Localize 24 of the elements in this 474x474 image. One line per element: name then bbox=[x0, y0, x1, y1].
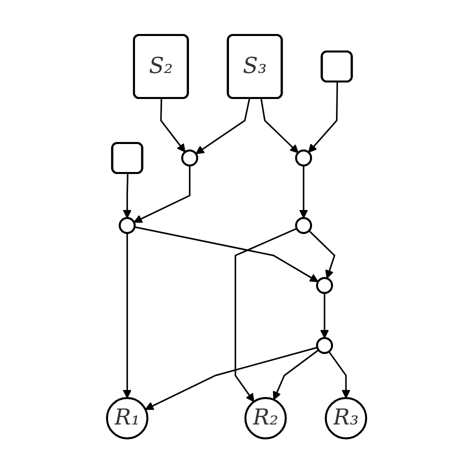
arrow bbox=[134, 226, 319, 282]
arrow bbox=[145, 347, 318, 410]
arrow bbox=[134, 166, 191, 224]
arrow bbox=[273, 350, 320, 400]
arrow bbox=[235, 228, 298, 402]
arrow bbox=[123, 174, 132, 219]
node-circle: R₃ bbox=[325, 397, 368, 440]
node-circle bbox=[296, 217, 312, 234]
arrow bbox=[260, 98, 299, 154]
node-circle: R₂ bbox=[244, 397, 288, 440]
arrow bbox=[196, 98, 251, 154]
node-circle: R₁ bbox=[106, 397, 149, 440]
arrow bbox=[300, 166, 308, 219]
arrow bbox=[123, 233, 132, 399]
arrow bbox=[308, 230, 336, 280]
arrow bbox=[160, 98, 186, 153]
arrow bbox=[308, 82, 338, 154]
node-circle bbox=[296, 150, 312, 167]
node-circle bbox=[316, 337, 334, 354]
node-circle bbox=[182, 150, 199, 167]
arrow bbox=[328, 351, 351, 399]
arrow bbox=[320, 293, 330, 339]
node-circle bbox=[119, 217, 136, 234]
node-circle bbox=[316, 277, 334, 294]
